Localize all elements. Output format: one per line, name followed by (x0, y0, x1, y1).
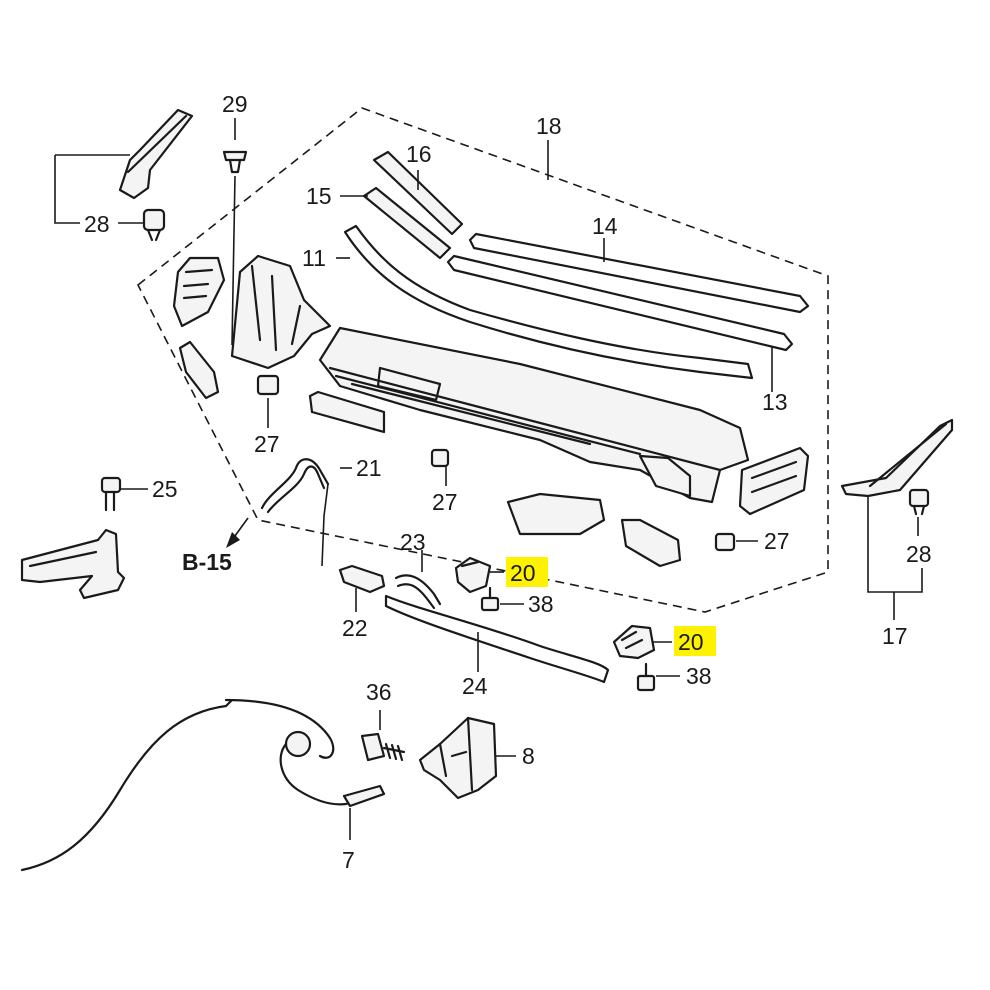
bracket-8 (418, 716, 516, 800)
callout-28-right: 28 (906, 541, 932, 567)
callout-20-a: 20 (510, 560, 536, 586)
callout-16: 16 (406, 141, 432, 167)
callout-25: 25 (152, 476, 178, 502)
callout-24: 24 (462, 673, 488, 699)
callout-36: 36 (366, 679, 392, 705)
joint-22 (338, 564, 386, 594)
callout-29: 29 (222, 91, 248, 117)
bolt-36 (360, 710, 406, 762)
upper-seal-14 (446, 232, 810, 352)
mount-bracket-25 (20, 476, 126, 600)
callout-38-b: 38 (686, 663, 712, 689)
assembly-outline (136, 107, 829, 613)
callout-8: 8 (522, 743, 535, 769)
left-side-panels (172, 254, 332, 400)
clip-29 (222, 118, 248, 346)
callout-13: 13 (762, 389, 788, 415)
callout-27-c: 27 (764, 528, 790, 554)
cowl-top-panel (308, 326, 810, 568)
callout-18: 18 (536, 113, 562, 139)
seal-strips (343, 150, 754, 380)
hose-21 (226, 458, 330, 567)
callout-11: 11 (302, 245, 326, 271)
callout-17: 17 (882, 623, 908, 649)
callout-21: 21 (356, 455, 382, 481)
highlight-20-a (506, 557, 548, 587)
callout-7: 7 (342, 847, 355, 873)
callout-20-b: 20 (678, 629, 704, 655)
washer-tube-7 (20, 698, 386, 872)
callout-27-a: 27 (254, 431, 280, 457)
hose-23 (394, 574, 442, 610)
callout-38-a: 38 (528, 591, 554, 617)
label-b15: B-15 (182, 549, 232, 575)
callout-23: 23 (400, 529, 426, 555)
screw-38-b (636, 662, 680, 692)
callout-28-left: 28 (84, 211, 110, 237)
left-side-bracket (54, 108, 194, 242)
callout-14: 14 (592, 213, 618, 239)
nozzle-20-a (454, 556, 492, 594)
callout-15: 15 (306, 183, 332, 209)
highlight-20-b (674, 626, 716, 656)
callout-22: 22 (342, 615, 368, 641)
screw-38-a (480, 586, 524, 612)
hose-24 (384, 594, 610, 684)
nozzle-20-b (612, 624, 656, 660)
right-side-cover (840, 418, 954, 620)
callout-27-b: 27 (432, 489, 458, 515)
